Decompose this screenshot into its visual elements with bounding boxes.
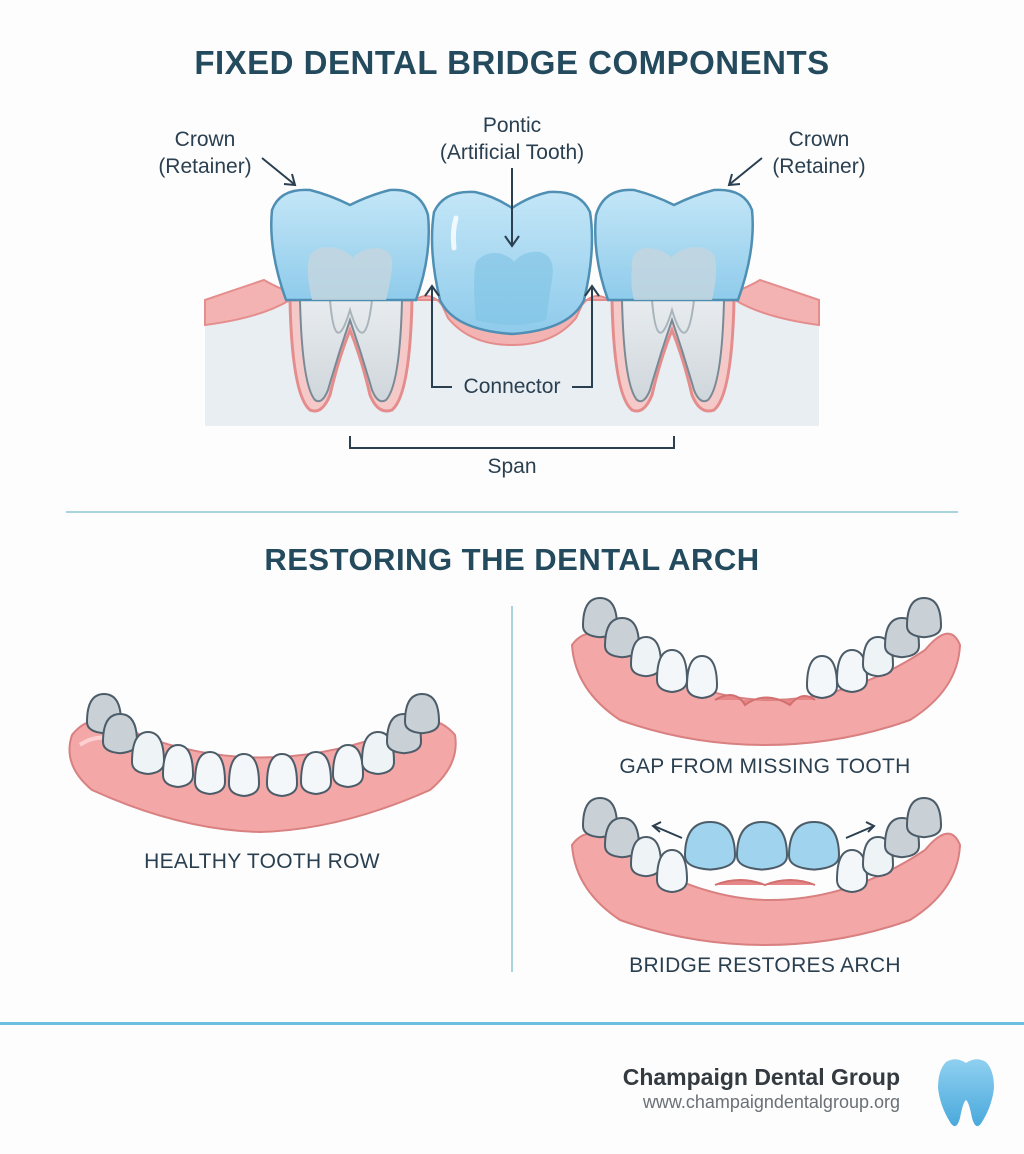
arch-title: RESTORING THE DENTAL ARCH xyxy=(264,542,760,577)
healthy-tooth xyxy=(101,712,139,755)
healthy-tooth xyxy=(331,743,365,789)
diagram-title: FIXED DENTAL BRIDGE COMPONENTS xyxy=(194,44,830,81)
bridge-unit xyxy=(683,820,737,871)
brand-url[interactable]: www.champaigndentalgroup.org xyxy=(642,1092,900,1112)
left-abutment-tooth xyxy=(288,298,414,413)
arch-tooth xyxy=(655,848,689,894)
gap-caption: GAP FROM MISSING TOOTH xyxy=(619,755,911,778)
healthy-tooth xyxy=(299,750,333,796)
bridge-unit xyxy=(735,820,789,871)
gap-arch xyxy=(570,596,962,747)
bridge-arch xyxy=(570,796,962,947)
bridge-arrows xyxy=(651,821,876,839)
arch-tooth xyxy=(835,648,869,694)
healthy-arch xyxy=(68,692,457,834)
pontic-label: Pontic (Artificial Tooth) xyxy=(439,114,585,164)
healthy-caption: HEALTHY TOOTH ROW xyxy=(144,850,380,873)
crown-left-label: Crown (Retainer) xyxy=(158,128,252,178)
arch-tooth xyxy=(905,596,943,639)
arch-tooth xyxy=(835,848,869,894)
connector-label: Connector xyxy=(452,373,572,400)
healthy-tooth xyxy=(193,750,227,796)
pontic-tooth xyxy=(430,190,594,336)
healthy-tooth xyxy=(161,743,195,789)
arch-tooth xyxy=(805,654,839,700)
tooth-icon xyxy=(938,1059,994,1127)
arch-tooth xyxy=(685,654,719,700)
left-crown xyxy=(270,188,431,302)
arch-tooth xyxy=(655,648,689,694)
bridge-cross-section xyxy=(204,157,820,449)
span-label: Span xyxy=(487,455,537,478)
label-arrows xyxy=(261,157,763,449)
crown-right-label: Crown (Retainer) xyxy=(772,128,866,178)
healthy-tooth xyxy=(227,752,261,798)
healthy-tooth xyxy=(265,752,299,798)
footer-rule xyxy=(0,1022,1024,1025)
arch-tooth xyxy=(905,796,943,839)
healthy-tooth xyxy=(130,730,166,776)
brand-name: Champaign Dental Group xyxy=(622,1064,900,1090)
bridge-caption: BRIDGE RESTORES ARCH xyxy=(629,954,901,977)
right-abutment-tooth xyxy=(610,298,736,413)
healthy-tooth xyxy=(360,730,396,776)
healthy-tooth xyxy=(403,692,441,735)
bridge-unit xyxy=(787,820,841,871)
right-crown xyxy=(593,188,754,302)
